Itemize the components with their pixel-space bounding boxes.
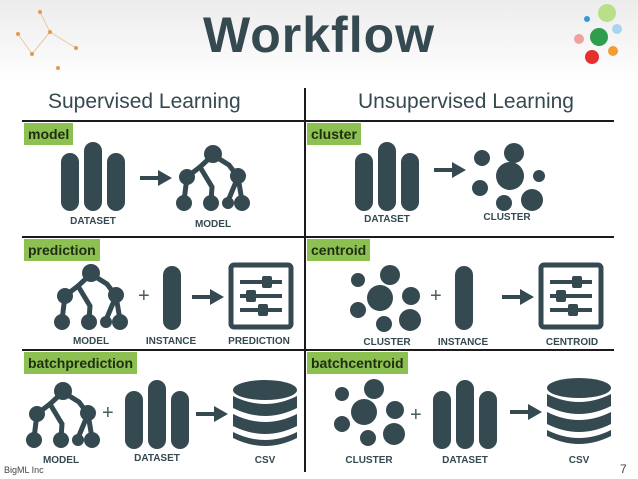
model-tree-icon <box>54 264 128 330</box>
label-centroid: CENTROID <box>545 337 599 348</box>
dataset-icon <box>355 142 419 211</box>
divider-line <box>22 349 614 351</box>
arrow-right-icon <box>192 289 224 305</box>
divider-line <box>22 120 614 122</box>
column-heading-unsupervised: Unsupervised Learning <box>358 90 574 113</box>
label-csv: CSV <box>254 455 276 466</box>
label-cluster: CLUSTER <box>363 337 411 348</box>
column-divider <box>304 88 306 472</box>
label-model: MODEL <box>194 219 232 230</box>
divider-line <box>22 236 614 238</box>
label-prediction: PREDICTION <box>228 336 290 347</box>
label-instance: INSTANCE <box>437 337 489 348</box>
section-tag-prediction: prediction <box>24 239 100 261</box>
instance-icon <box>455 266 473 330</box>
dataset-icon <box>125 380 189 449</box>
column-heading-supervised: Supervised Learning <box>48 90 241 113</box>
dataset-icon <box>61 142 125 211</box>
label-model: MODEL <box>42 455 80 466</box>
label-dataset: DATASET <box>70 216 116 227</box>
arrow-right-icon <box>510 404 542 420</box>
label-cluster: CLUSTER <box>483 212 531 223</box>
csv-database-icon <box>547 378 611 444</box>
label-dataset: DATASET <box>134 453 180 464</box>
section-tag-batchprediction: batchprediction <box>24 352 138 374</box>
dataset-icon <box>433 380 497 449</box>
plus-sign: + <box>430 285 442 307</box>
decorative-network-icon <box>16 10 78 70</box>
section-tag-centroid: centroid <box>307 239 371 261</box>
bigml-logo <box>574 4 622 64</box>
arrow-right-icon <box>196 406 228 422</box>
model-tree-icon <box>176 145 250 211</box>
arrow-right-icon <box>502 289 534 305</box>
model-tree-icon <box>26 382 100 448</box>
cluster-icon <box>334 379 405 446</box>
label-dataset: DATASET <box>364 214 410 225</box>
label-cluster: CLUSTER <box>345 455 393 466</box>
cluster-icon <box>472 143 545 211</box>
plus-sign: + <box>138 285 150 307</box>
header-background <box>0 0 638 82</box>
plus-sign: + <box>410 404 422 426</box>
label-csv: CSV <box>568 455 590 466</box>
page-title: Workflow <box>202 7 436 63</box>
plus-sign: + <box>102 402 114 424</box>
arrow-right-icon <box>434 162 466 178</box>
csv-database-icon <box>233 380 297 446</box>
label-model: MODEL <box>72 336 110 347</box>
arrow-right-icon <box>140 170 172 186</box>
centroid-sliders-icon <box>538 262 604 330</box>
section-tag-model: model <box>24 123 74 145</box>
instance-icon <box>163 266 181 330</box>
page-number: 7 <box>620 462 627 476</box>
label-dataset: DATASET <box>442 455 488 466</box>
section-tag-batchcentroid: batchcentroid <box>307 352 408 374</box>
label-instance: INSTANCE <box>145 336 197 347</box>
prediction-sliders-icon <box>228 262 294 330</box>
footer-company: BigML Inc <box>4 465 44 475</box>
section-tag-cluster: cluster <box>307 123 361 145</box>
cluster-icon <box>350 265 421 332</box>
